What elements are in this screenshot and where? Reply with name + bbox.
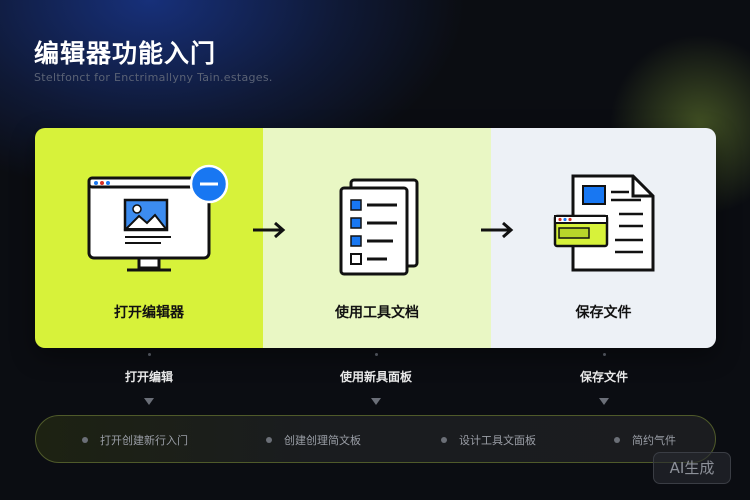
document-list-icon bbox=[339, 178, 419, 276]
feature-item[interactable]: 打开创建新行入门 bbox=[82, 432, 188, 448]
chevron-down-icon bbox=[599, 398, 609, 405]
bullet-icon bbox=[82, 437, 88, 443]
feature-item-label: 创建创理简文板 bbox=[284, 434, 361, 447]
document-save-icon bbox=[553, 174, 655, 272]
bullet-icon bbox=[266, 437, 272, 443]
chevron-down-icon bbox=[371, 398, 381, 405]
arrow-right-icon bbox=[253, 221, 286, 239]
steps-card: 打开编辑器 使用工具文档 bbox=[35, 128, 716, 348]
step-panel-save-file[interactable]: 保存文件 bbox=[481, 128, 716, 348]
bullet-icon bbox=[441, 437, 447, 443]
feature-item-label: 设计工具文面板 bbox=[459, 434, 536, 447]
bullet-icon bbox=[614, 437, 620, 443]
step-caption: 保存文件 bbox=[579, 370, 628, 384]
feature-item-label: 打开创建新行入门 bbox=[100, 434, 188, 447]
page-title: 编辑器功能入门 bbox=[34, 39, 217, 68]
connector-dot bbox=[603, 353, 606, 356]
connector-dot bbox=[375, 353, 378, 356]
feature-item-label: 简约气件 bbox=[632, 434, 676, 447]
step-panel-use-tools[interactable]: 使用工具文档 bbox=[253, 128, 491, 348]
ai-generated-badge: AI生成 bbox=[653, 452, 731, 484]
minus-circle-icon[interactable] bbox=[189, 164, 229, 204]
step-label-open-editor: 打开编辑器 bbox=[114, 305, 184, 321]
step-label-use-tools: 使用工具文档 bbox=[335, 305, 419, 321]
step-panel-open-editor[interactable]: 打开编辑器 bbox=[35, 128, 263, 348]
feature-item[interactable]: 设计工具文面板 bbox=[441, 432, 536, 448]
feature-item[interactable]: 创建创理简文板 bbox=[266, 432, 361, 448]
step-label-save-file: 保存文件 bbox=[575, 305, 632, 321]
chevron-down-icon bbox=[144, 398, 154, 405]
feature-bar: 打开创建新行入门 创建创理简文板 设计工具文面板 简约气件 bbox=[35, 415, 716, 463]
page-subtitle: Steltfonct for Enctrimallyny Tain.estage… bbox=[34, 71, 273, 84]
step-caption: 打开编辑 bbox=[124, 370, 173, 384]
step-caption: 使用新具面板 bbox=[339, 370, 412, 384]
arrow-right-icon bbox=[481, 221, 514, 239]
feature-item[interactable]: 简约气件 bbox=[614, 432, 676, 448]
connector-dot bbox=[148, 353, 151, 356]
